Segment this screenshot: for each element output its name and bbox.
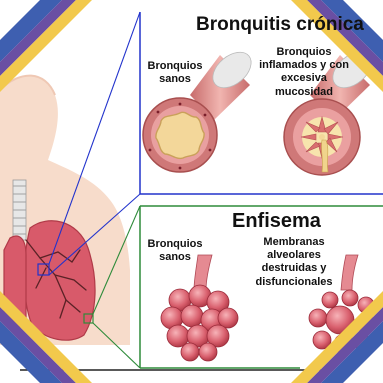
inflamed-bronchi-label: Bronquios inflamados y con excesiva muco… — [258, 46, 350, 99]
emphysema-title: Enfisema — [232, 210, 321, 233]
healthy-alveoli-cluster — [161, 255, 238, 361]
top-left-corner-stripes — [0, 0, 92, 92]
healthy-alveoli-label: Bronquios sanos — [144, 238, 206, 264]
damaged-alveoli-label: Membranas alveolares destruidas y disfun… — [242, 236, 346, 289]
bronchitis-title: Bronquitis crónica — [196, 14, 364, 36]
trachea — [13, 180, 26, 240]
healthy-bronchi-label: Bronquios sanos — [144, 60, 206, 86]
bottom-right-corner-stripes — [291, 291, 383, 383]
